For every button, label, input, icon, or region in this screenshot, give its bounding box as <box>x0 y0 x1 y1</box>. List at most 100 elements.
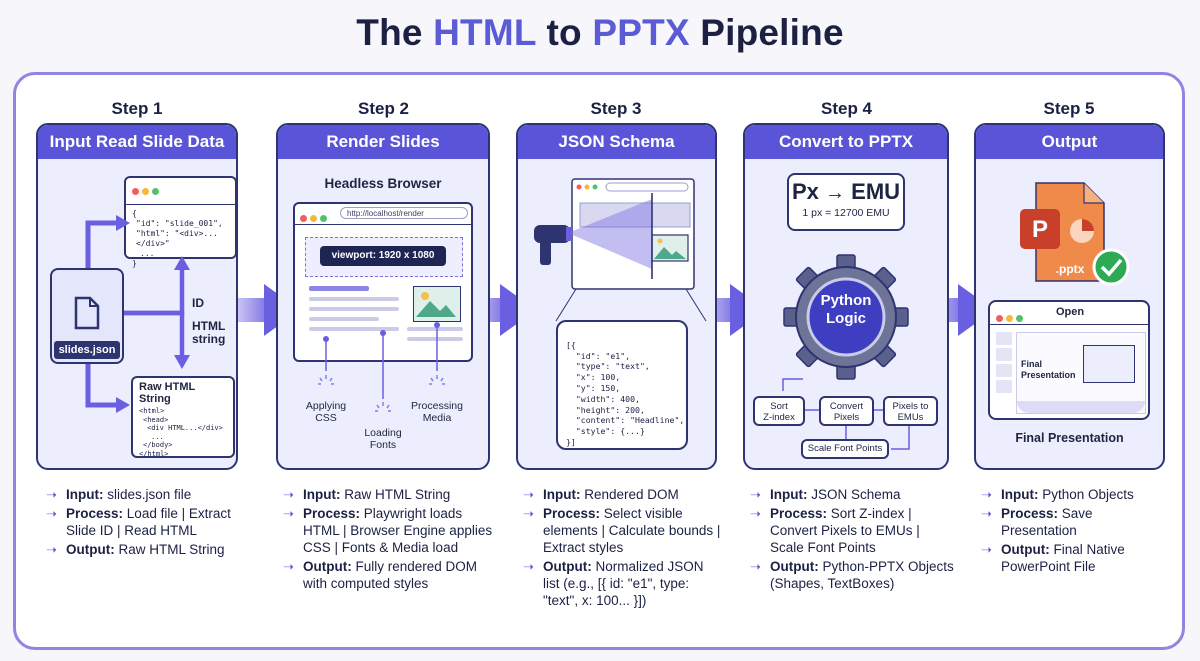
arrow-icon: ➝ <box>46 506 57 521</box>
detail-row: ➝Output: Normalized JSON list (e.g., [{ … <box>523 559 704 608</box>
spinner-icon <box>375 402 391 412</box>
check-icon <box>1092 248 1130 286</box>
arrow-right-icon: → <box>825 182 846 204</box>
window-controls <box>996 309 1026 327</box>
code-line: }] <box>566 436 576 447</box>
content-line <box>407 337 463 341</box>
arrow-icon: ➝ <box>523 559 534 574</box>
code-line: </body> <box>143 441 173 449</box>
arrow-icon: ➝ <box>750 559 761 574</box>
box-line: Z-index <box>763 412 795 423</box>
code-line: <html> <box>139 407 165 415</box>
arrow-icon: ➝ <box>283 559 294 574</box>
detail-row: ➝Input: Raw HTML String <box>283 487 451 502</box>
json-file-icon: slides.json <box>50 268 124 364</box>
final-presentation-caption: Final Presentation <box>1015 431 1124 445</box>
code-line: ... <box>140 249 155 258</box>
viewport-area: viewport: 1920 x 1080 <box>305 237 463 277</box>
slide-title-line: Final <box>1021 359 1043 369</box>
detail-row: ➝Process: Select visible elements | Calc… <box>523 506 721 555</box>
code-line: "height": 200, <box>566 404 645 415</box>
step1-details: ➝Input: slides.json file ➝Process: Load … <box>46 486 236 560</box>
content-line <box>309 307 399 311</box>
spinner-icon <box>318 375 334 385</box>
card-header-1: Input Read Slide Data <box>38 125 236 159</box>
code-line: "type": "text", <box>566 361 650 372</box>
card-header-2: Render Slides <box>278 125 488 159</box>
label-line: Applying <box>305 400 347 412</box>
step-label-2: Step 2 <box>357 99 410 118</box>
detail-row: ➝Input: Rendered DOM <box>523 487 679 502</box>
raw-html-window: Raw HTML String <html> <head> <div HTML.… <box>131 376 235 458</box>
conversion-rate: 1 px = 12700 EMU <box>802 207 890 219</box>
gear-label-line: Python <box>820 292 872 309</box>
detail-row: ➝Process: Playwright loads HTML | Browse… <box>283 506 493 555</box>
arrow-icon: ➝ <box>523 506 534 521</box>
label-line: CSS <box>315 412 337 424</box>
card-header-5: Output <box>976 125 1163 159</box>
page-title: The HTML to PPTX Pipeline <box>0 12 1200 54</box>
step2-details: ➝Input: Raw HTML String ➝Process: Playwr… <box>283 486 495 594</box>
content-line <box>309 286 369 291</box>
pptx-file-icon: P <box>1020 182 1105 282</box>
emu-label: EMU <box>851 179 901 204</box>
content-line <box>309 317 379 321</box>
arrow-icon: ➝ <box>981 487 992 502</box>
code-line: </html> <box>139 449 169 458</box>
label-line: Media <box>422 412 452 424</box>
detail-row: ➝Process: Sort Z-index | Convert Pixels … <box>750 506 920 555</box>
step-label-1: Step 1 <box>111 99 163 118</box>
detail-row: ➝Input: Python Objects <box>981 487 1134 502</box>
slide-footer-shape <box>1017 401 1145 413</box>
detail-row: ➝Output: Python-PPTX Objects (Shapes, Te… <box>750 559 954 591</box>
conversion-box: Px → EMU 1 px = 12700 EMU <box>787 173 905 231</box>
detail-row: ➝Process: Load file | Extract Slide ID |… <box>46 506 231 538</box>
selected-shape[interactable] <box>1083 345 1135 383</box>
json-output-window: [{ "id": "e1", "type": "text", "x": 100,… <box>556 320 688 450</box>
url-bar[interactable]: http://localhost/render <box>340 207 468 219</box>
scanner-icon <box>534 225 572 265</box>
gear-illustration <box>782 254 910 450</box>
arrow-icon: ➝ <box>283 487 294 502</box>
step3-details: ➝Input: Rendered DOM ➝Process: Select vi… <box>523 486 723 611</box>
detail-row: ➝Output: Fully rendered DOM with compute… <box>283 559 478 591</box>
title-accent-pptx: PPTX <box>592 12 690 53</box>
arrow-label-html: HTML string <box>192 320 225 346</box>
window-controls <box>300 209 330 227</box>
pptx-file-illustration: P <box>1020 182 1130 286</box>
gear-label-line: Logic <box>826 310 866 327</box>
title-part: The <box>356 12 434 53</box>
document-icon <box>74 296 100 330</box>
box-line: EMUs <box>897 412 924 423</box>
content-line <box>407 327 463 331</box>
content-line <box>309 327 399 331</box>
title-part: Pipeline <box>689 12 844 53</box>
code-line: "id": "e1", <box>566 350 631 361</box>
step-label-4: Step 4 <box>820 99 873 118</box>
arrow-icon: ➝ <box>750 506 761 521</box>
code-line: "style": {...} <box>566 426 645 437</box>
spinner-icon <box>429 375 445 385</box>
viewport-badge: viewport: 1920 x 1080 <box>320 246 446 266</box>
title-accent-html: HTML <box>433 12 537 53</box>
code-line: } <box>132 259 137 268</box>
step4-details: ➝Input: JSON Schema ➝Process: Sort Z-ind… <box>750 486 955 594</box>
open-label[interactable]: Open <box>1055 306 1085 318</box>
render-connectors <box>318 322 445 412</box>
step1-connectors <box>85 215 190 413</box>
box-line: Pixels to <box>892 401 929 412</box>
file-name: slides.json <box>54 341 120 359</box>
arrow-icon: ➝ <box>46 542 57 557</box>
slide-title-line: Presentation <box>1021 370 1076 380</box>
scan-beam <box>568 199 652 269</box>
detail-row: ➝Input: slides.json file <box>46 487 192 502</box>
arrow-label-id: ID <box>192 296 204 310</box>
px-label: Px <box>791 179 819 204</box>
